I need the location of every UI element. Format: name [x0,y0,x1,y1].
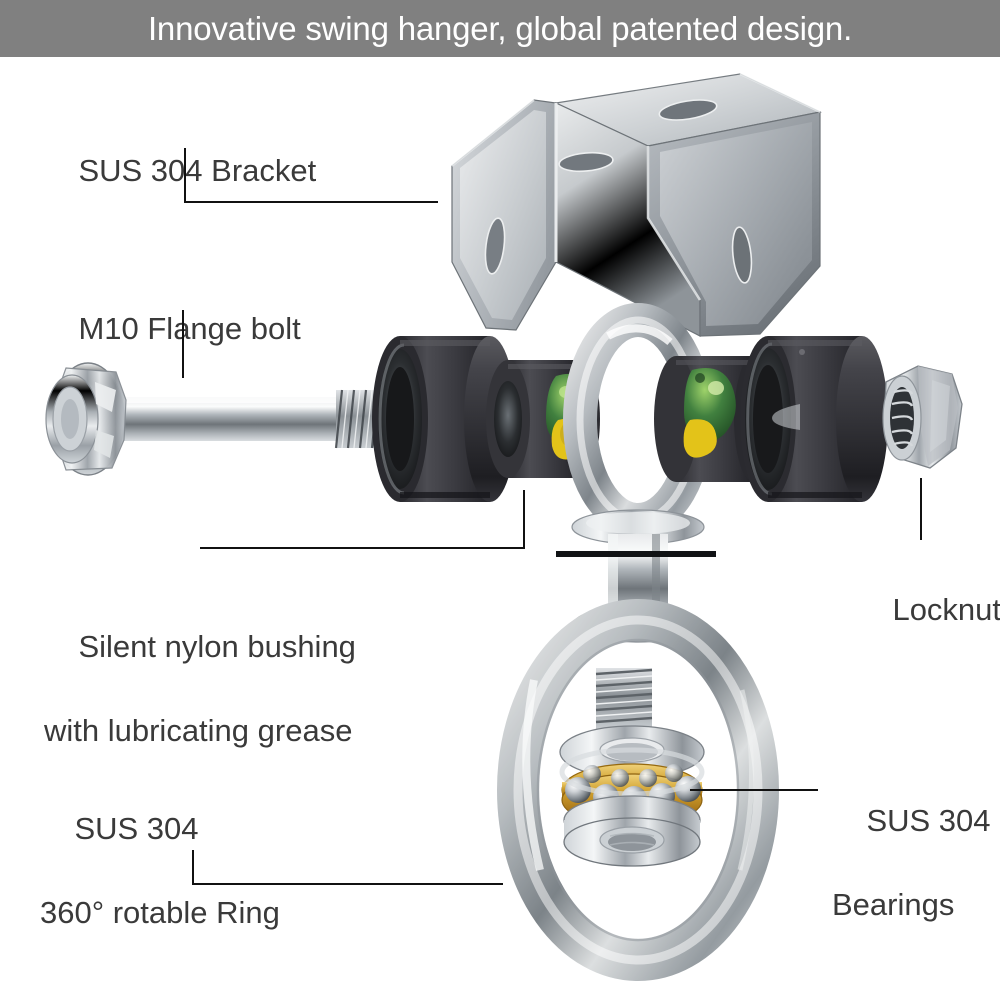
bracket-slot-holes [484,99,753,284]
callout-sus-304-rotable-ring: SUS 304 360° rotable Ring [40,766,280,985]
bolt-thread [334,389,432,449]
nylon-spacer-left-part [486,360,600,478]
ring-threaded-stud [595,668,653,730]
callout-sus-304-bracket: SUS 304 Bracket [44,108,316,234]
callout-silent-nylon-bushing-line2: with lubricating grease [44,713,353,748]
bearing-balls [565,764,701,812]
callout-m10-flange-bolt-line1: M10 Flange bolt [78,311,301,346]
callout-locknut: Locknut [858,547,1000,673]
thrust-bearing-part [559,725,705,867]
header-banner: Innovative swing hanger, global patented… [0,0,1000,57]
callout-silent-nylon-bushing-line1: Silent nylon bushing [78,629,356,664]
nylon-bushing-left-part [372,336,516,502]
callout-sus-304-bearings: SUS 304 Bearings [832,758,991,985]
bracket-part [451,73,822,337]
leader-sus-304-rotable-ring-horizontal [192,883,503,885]
leader-m10-flange-bolt-vertical [182,310,184,378]
callout-sus-304-rotable-ring-line1: SUS 304 [74,811,199,846]
locknut-part [882,365,963,469]
rotable-ring-neck [556,509,716,643]
callout-sus-304-bearings-line2: Bearings [832,887,955,922]
leader-silent-nylon-bushing-vertical [523,490,525,548]
banner-title: Innovative swing hanger, global patented… [147,10,853,47]
lubricating-grease-left [546,373,595,460]
leader-sus-304-rotable-ring-vertical [192,850,194,885]
nylon-bushing-right-part [740,336,888,502]
callout-locknut-line1: Locknut [892,592,1000,627]
rotable-ring-upper-loop [563,303,713,537]
callout-sus-304-rotable-ring-line2: 360° rotable Ring [40,895,280,930]
leader-silent-nylon-bushing-horizontal [200,547,525,549]
callout-sus-304-bracket-line1: SUS 304 Bracket [78,153,317,188]
callout-silent-nylon-bushing: Silent nylon bushing with lubricating gr… [44,584,356,836]
leader-sus-304-bracket-vertical [184,148,186,203]
lubricating-grease-right [683,368,736,458]
leader-sus-304-bracket-horizontal [184,201,438,203]
leader-sus-304-bearings-horizontal [690,789,818,791]
nylon-spacer-right-part [654,356,774,482]
callout-sus-304-bearings-line1: SUS 304 [866,803,991,838]
callout-m10-flange-bolt: M10 Flange bolt [44,266,301,392]
leader-locknut-vertical [920,478,922,540]
